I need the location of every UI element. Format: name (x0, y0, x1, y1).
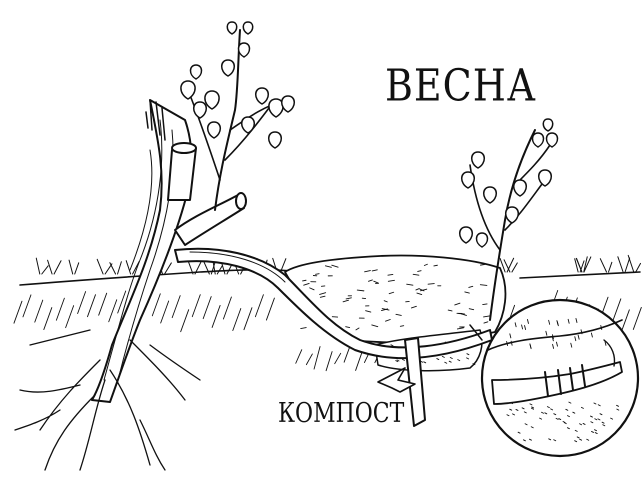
mother-shoot (181, 22, 294, 210)
compost-label: КОМПОСТ (278, 398, 404, 429)
season-title: ВЕСНА (385, 60, 537, 111)
leaves-new (460, 119, 558, 247)
compost-mound (285, 256, 505, 343)
